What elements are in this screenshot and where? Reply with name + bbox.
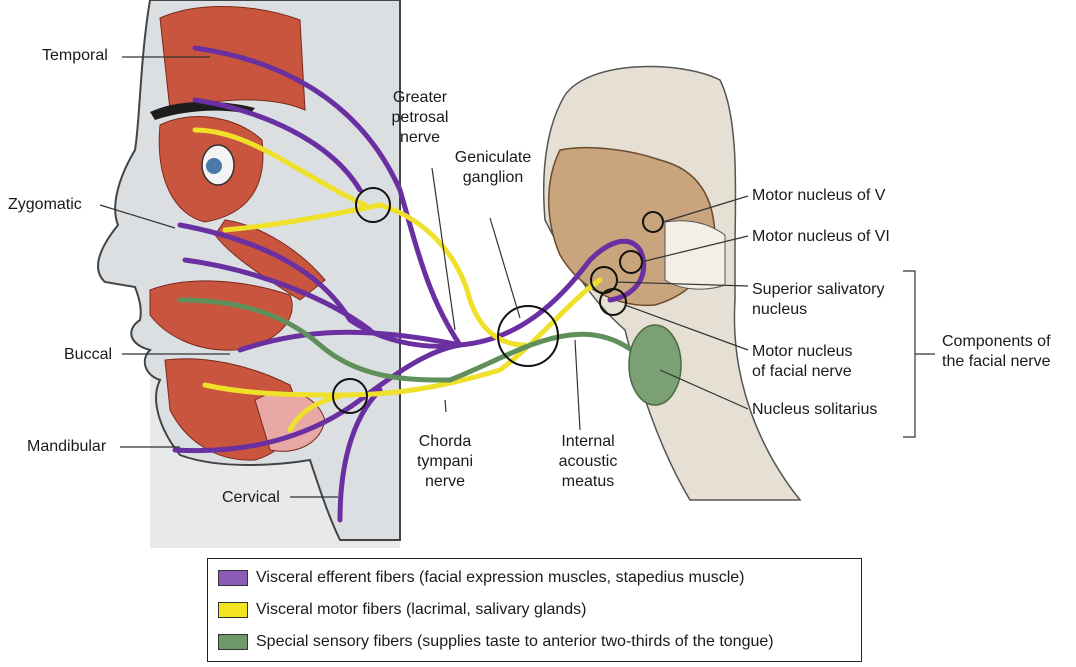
label-motor-nucleus-vi: Motor nucleus of VI (752, 227, 890, 247)
label-nucleus-solitarius: Nucleus solitarius (752, 400, 877, 420)
nucleus-solitarius-shape (629, 325, 681, 405)
legend-label: Visceral efferent fibers (facial express… (256, 569, 745, 587)
label-cervical: Cervical (222, 488, 280, 508)
label-superior-salivatory: Superior salivatory nucleus (752, 280, 885, 320)
iris (206, 158, 222, 174)
label-geniculate-ganglion: Geniculate ganglion (448, 148, 538, 188)
purple-swatch-icon (218, 570, 248, 586)
legend-item-efferent: Visceral efferent fibers (facial express… (218, 567, 745, 589)
legend-item-sensory: Special sensory fibers (supplies taste t… (218, 631, 774, 653)
label-motor-nucleus-v: Motor nucleus of V (752, 186, 885, 206)
legend-label: Visceral motor fibers (lacrimal, salivar… (256, 601, 586, 619)
label-zygomatic: Zygomatic (8, 195, 82, 215)
label-components: Components of the facial nerve (942, 332, 1051, 372)
label-chorda-tympani: Chorda tympani nerve (408, 432, 482, 492)
legend-item-visceral-motor: Visceral motor fibers (lacrimal, salivar… (218, 599, 586, 621)
label-buccal: Buccal (64, 345, 112, 365)
green-swatch-icon (218, 634, 248, 650)
label-temporal: Temporal (42, 46, 108, 66)
yellow-swatch-icon (218, 602, 248, 618)
label-greater-petrosal: Greater petrosal nerve (385, 88, 455, 148)
label-mandibular: Mandibular (27, 437, 106, 457)
legend: Visceral efferent fibers (facial express… (207, 558, 862, 662)
legend-label: Special sensory fibers (supplies taste t… (256, 633, 774, 651)
label-internal-acoustic-meatus: Internal acoustic meatus (548, 432, 628, 492)
label-motor-nucleus-facial: Motor nucleus of facial nerve (752, 342, 853, 382)
